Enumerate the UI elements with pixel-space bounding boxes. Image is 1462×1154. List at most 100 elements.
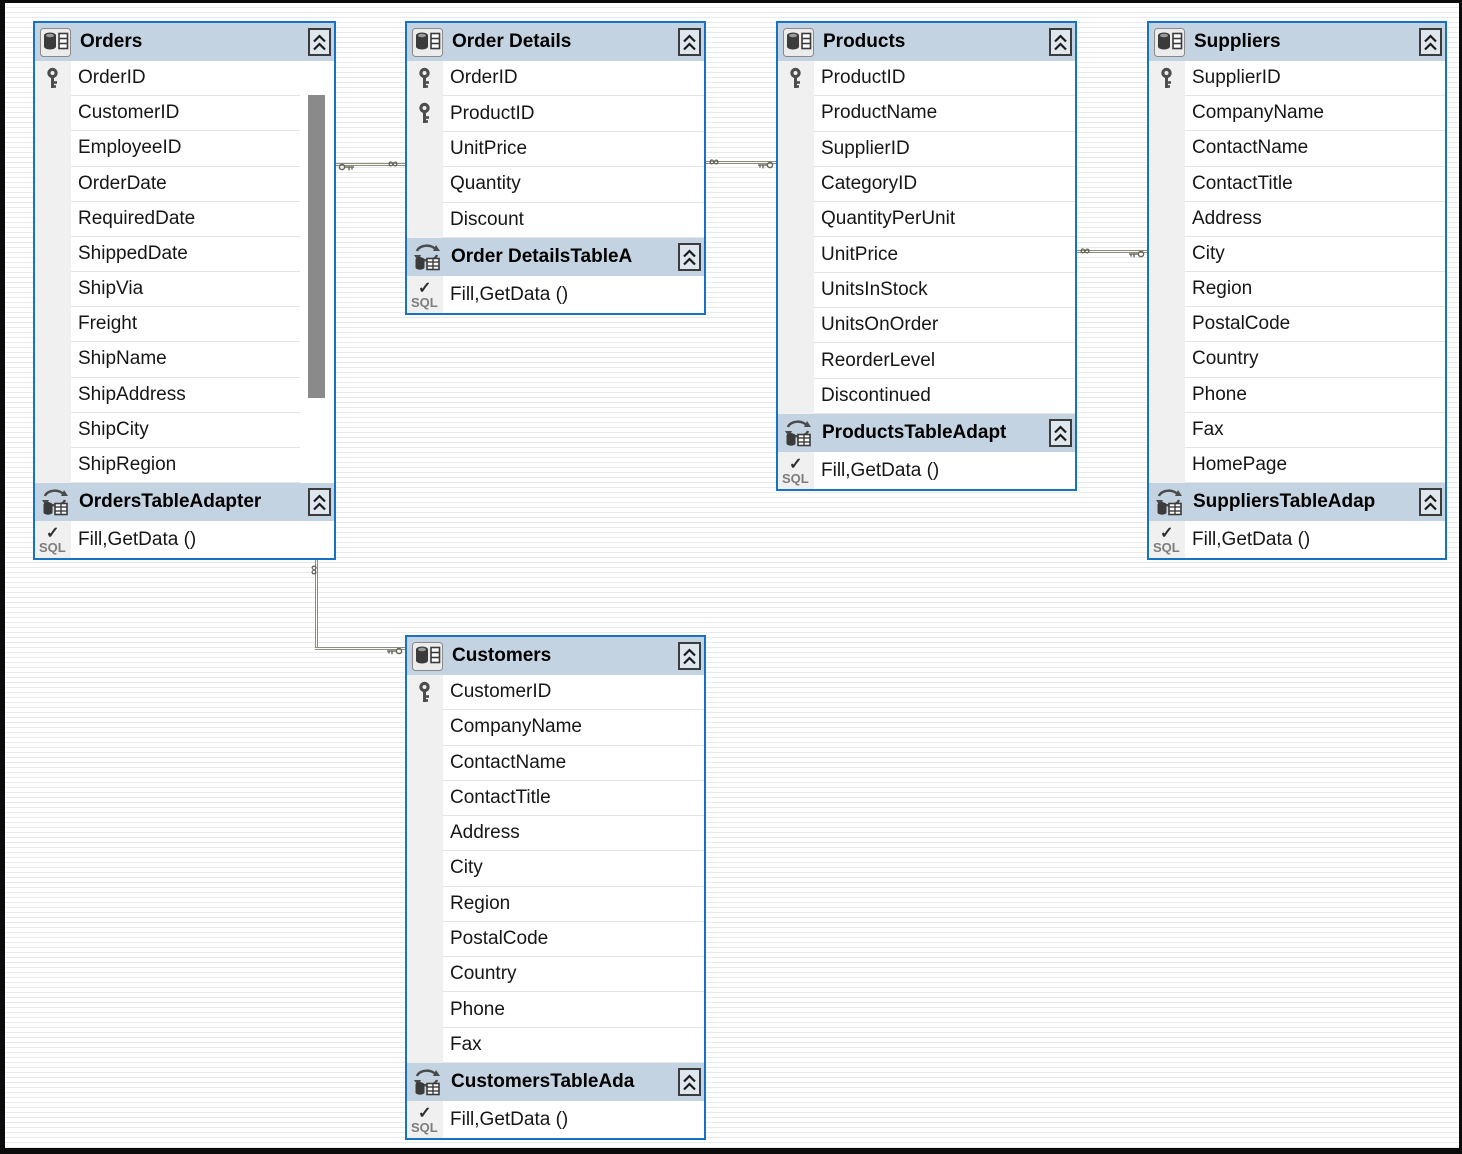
column-row[interactable]: UnitsOnOrder [778, 308, 1075, 344]
relation-orders-orderdetails[interactable] [336, 163, 405, 166]
column-row[interactable]: City [1149, 236, 1445, 273]
relation-products-suppliers[interactable] [1077, 250, 1147, 253]
column-row[interactable]: Region [1149, 272, 1445, 308]
relation-orderdetails-products[interactable] [706, 161, 776, 164]
adapter-method-row[interactable]: ✓SQL Fill,GetData () [1149, 521, 1445, 558]
table-order-details-header[interactable]: Order Details [407, 23, 704, 61]
scrollbar-thumb[interactable] [308, 95, 325, 398]
column-row[interactable]: ShipName [35, 342, 334, 378]
relation-orders-customers-horizontal[interactable] [315, 647, 405, 650]
table-products-header[interactable]: Products [778, 23, 1075, 61]
column-row[interactable]: ProductID [778, 61, 1075, 97]
column-row[interactable]: Country [407, 957, 704, 993]
adapter-method-row[interactable]: ✓SQL Fill,GetData () [407, 1101, 704, 1138]
orders-tableadapter-header[interactable]: OrdersTableAdapter [35, 483, 334, 521]
table-orders-header[interactable]: Orders [35, 23, 334, 61]
collapse-button[interactable] [678, 642, 701, 670]
table-suppliers-header[interactable]: Suppliers [1149, 23, 1445, 61]
adapter-method-row[interactable]: ✓SQL Fill,GetData () [35, 521, 334, 558]
column-row[interactable]: OrderID [35, 61, 334, 97]
column-row[interactable]: ContactTitle [1149, 166, 1445, 202]
column-row[interactable]: ShipVia [35, 272, 334, 308]
collapse-chevron-icon [1054, 33, 1067, 50]
column-row[interactable]: ContactName [1149, 131, 1445, 167]
column-row[interactable]: ProductID [407, 96, 704, 132]
collapse-button[interactable] [1049, 28, 1072, 56]
collapse-button[interactable] [678, 28, 701, 56]
collapse-button[interactable] [308, 28, 331, 56]
table-title: Customers [452, 645, 552, 666]
column-row[interactable]: OrderID [407, 61, 704, 97]
scrollbar-track[interactable] [300, 61, 334, 483]
suppliers-tableadapter-header[interactable]: SuppliersTableAdap [1149, 483, 1445, 521]
column-row[interactable]: UnitsInStock [778, 272, 1075, 309]
column-row[interactable]: ReorderLevel [778, 343, 1075, 379]
column-row[interactable]: EmployeeID [35, 131, 334, 167]
column-name: Phone [1185, 377, 1445, 413]
adapter-method-row[interactable]: ✓SQL Fill,GetData () [778, 452, 1075, 489]
column-row[interactable]: Address [407, 816, 704, 852]
column-row[interactable]: ShipAddress [35, 377, 334, 413]
column-row[interactable]: City [407, 851, 704, 887]
column-row[interactable]: Address [1149, 201, 1445, 237]
order-details-tableadapter-header[interactable]: Order DetailsTableA [407, 238, 704, 276]
column-row[interactable]: CompanyName [1149, 96, 1445, 132]
column-row[interactable]: Quantity [407, 167, 704, 203]
collapse-button[interactable] [678, 1068, 701, 1096]
column-row[interactable]: UnitPrice [778, 237, 1075, 273]
key-cell [407, 851, 443, 887]
column-row[interactable]: Discontinued [778, 378, 1075, 414]
column-row[interactable]: CustomerID [35, 96, 334, 132]
column-row[interactable]: ContactName [407, 745, 704, 781]
key-cell [778, 343, 814, 379]
collapse-button[interactable] [308, 488, 331, 516]
column-row[interactable]: PostalCode [407, 921, 704, 958]
column-row[interactable]: ProductName [778, 96, 1075, 132]
column-row[interactable]: ShippedDate [35, 236, 334, 273]
column-row[interactable]: Phone [1149, 377, 1445, 413]
column-row[interactable]: RequiredDate [35, 201, 334, 237]
customers-tableadapter-header[interactable]: CustomersTableAda [407, 1063, 704, 1101]
column-name: ContactTitle [443, 780, 704, 817]
column-row[interactable]: CategoryID [778, 166, 1075, 203]
primary-key-icon [419, 681, 430, 702]
column-row[interactable]: HomePage [1149, 447, 1445, 484]
table-customers-header[interactable]: Customers [407, 637, 704, 675]
column-row[interactable]: CustomerID [407, 675, 704, 711]
key-cell [1149, 412, 1185, 448]
column-row[interactable]: ShipCity [35, 412, 334, 448]
column-row[interactable]: UnitPrice [407, 131, 704, 168]
adapter-title: SuppliersTableAdap [1193, 491, 1376, 512]
collapse-button[interactable] [678, 243, 701, 271]
adapter-method-row[interactable]: ✓SQL Fill,GetData () [407, 276, 704, 313]
column-row[interactable]: OrderDate [35, 166, 334, 202]
column-row[interactable]: Region [407, 886, 704, 922]
column-row[interactable]: Freight [35, 307, 334, 343]
key-cell [407, 921, 443, 958]
column-row[interactable]: Fax [407, 1027, 704, 1063]
column-row[interactable]: ContactTitle [407, 780, 704, 817]
collapse-button[interactable] [1049, 419, 1072, 447]
collapse-button[interactable] [1419, 488, 1442, 516]
column-row[interactable]: ShipRegion [35, 447, 334, 484]
column-row[interactable]: Phone [407, 992, 704, 1028]
column-row[interactable]: Fax [1149, 412, 1445, 448]
method-label: Fill,GetData () [450, 283, 569, 305]
column-row[interactable]: CompanyName [407, 710, 704, 746]
column-row[interactable]: SupplierID [1149, 61, 1445, 97]
sql-query-icon: ✓SQL [1153, 524, 1180, 555]
relation-orders-customers-vertical[interactable] [315, 560, 318, 649]
column-row[interactable]: PostalCode [1149, 307, 1445, 343]
column-row[interactable]: Discount [407, 202, 704, 239]
key-cell [1149, 96, 1185, 132]
products-tableadapter-header[interactable]: ProductsTableAdapt [778, 414, 1075, 452]
collapse-button[interactable] [1419, 28, 1442, 56]
column-row[interactable]: Country [1149, 342, 1445, 378]
column-row[interactable]: QuantityPerUnit [778, 202, 1075, 238]
column-row[interactable]: SupplierID [778, 131, 1075, 167]
